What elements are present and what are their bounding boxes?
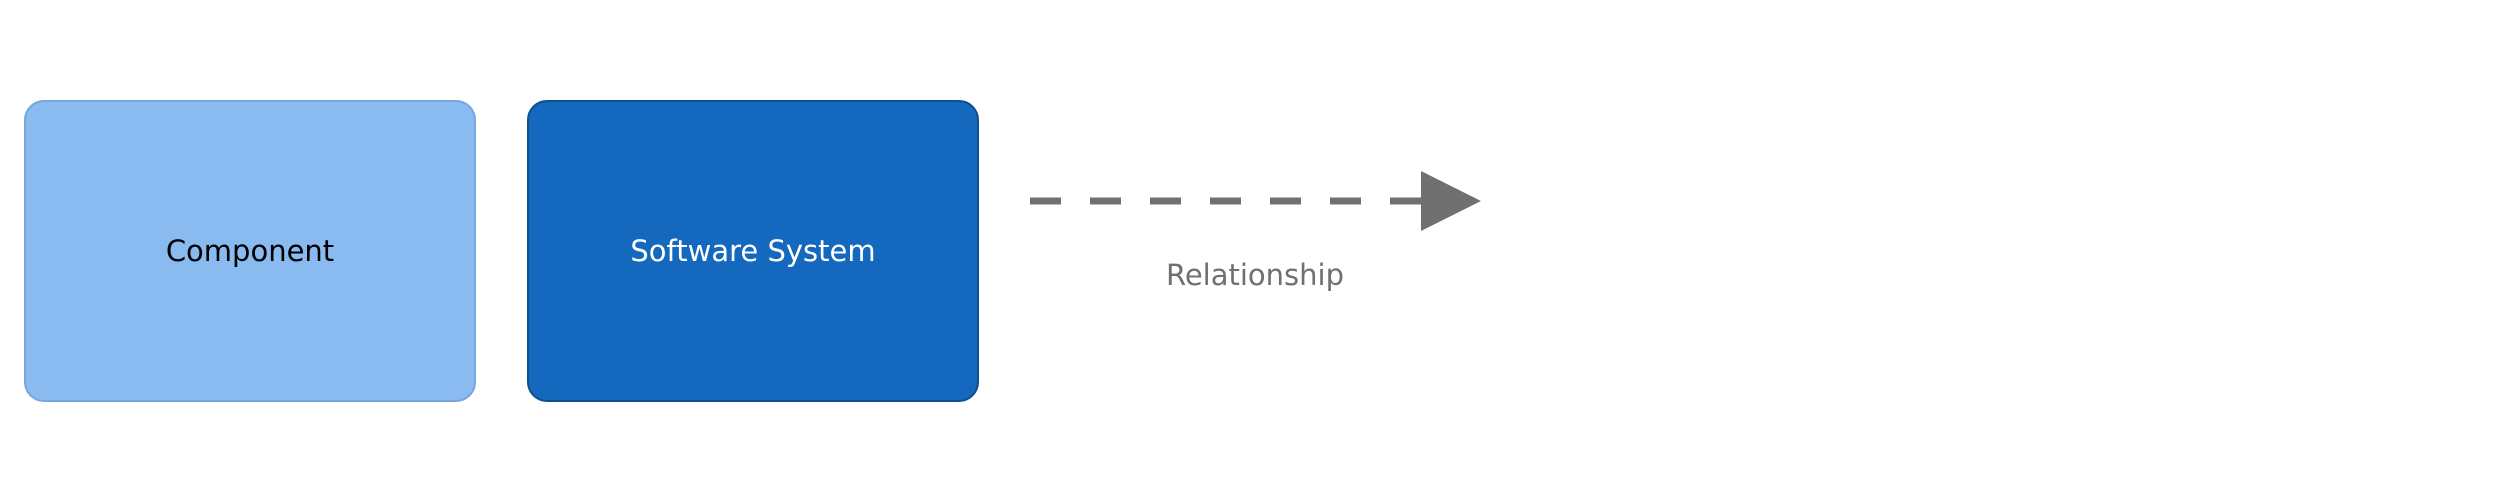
software-system-label: Software System xyxy=(630,234,876,268)
component-label: Component xyxy=(165,234,335,268)
relationship-arrowhead xyxy=(1421,171,1481,231)
component-legend-box: Component xyxy=(24,100,476,402)
relationship-label: Relationship xyxy=(1165,258,1345,292)
relationship-arrow xyxy=(1030,171,1481,231)
software-system-legend-box: Software System xyxy=(527,100,979,402)
